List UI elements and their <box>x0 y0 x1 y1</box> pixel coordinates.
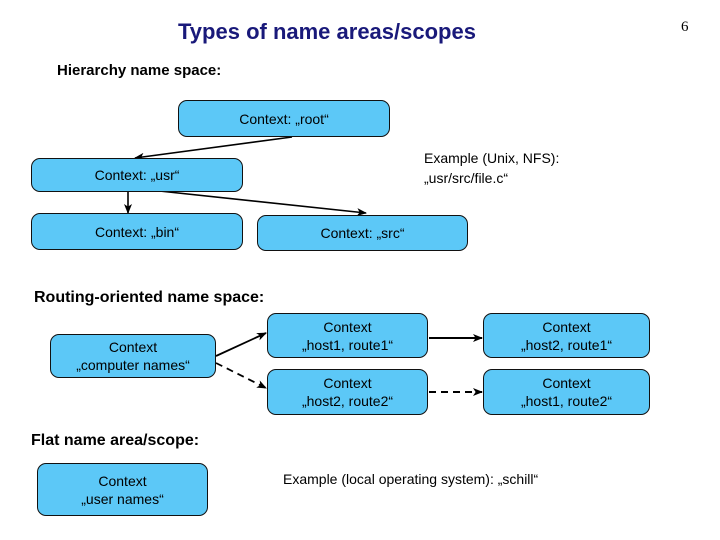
node-context-computer-names-line2: „computer names“ <box>76 357 190 373</box>
arrow-computernames-to-host2route2 <box>215 362 267 389</box>
node-context-host2-route2-line2: „host2, route2“ <box>301 393 394 409</box>
node-context-src[interactable]: Context: „src“ <box>257 215 468 251</box>
node-context-host1-route2-line1: Context <box>542 375 591 391</box>
arrow-computernames-to-host1route1 <box>215 332 267 357</box>
page-number: 6 <box>681 19 689 35</box>
heading-flat-name-area-scope: Flat name area/scope: <box>31 432 200 449</box>
example-unix-nfs-line2: „usr/src/file.c“ <box>424 170 508 186</box>
node-context-user-names[interactable]: Context „user names“ <box>37 463 208 516</box>
node-context-user-names-line2: „user names“ <box>81 490 164 507</box>
node-context-root[interactable]: Context: „root“ <box>178 100 390 137</box>
page-title: Types of name areas/scopes <box>178 19 476 44</box>
node-context-bin[interactable]: Context: „bin“ <box>31 213 243 250</box>
node-context-host1-route1-line2: „host1, route1“ <box>301 336 394 353</box>
arrow-usr-to-src <box>149 189 367 217</box>
example-unix-nfs-line1: Example (Unix, NFS): <box>424 150 560 166</box>
node-context-root-label: Context: „root“ <box>239 110 329 127</box>
node-context-src-label: Context: „src“ <box>320 225 405 241</box>
arrow-root-to-usr <box>134 136 293 161</box>
node-context-host2-route2-line1: Context <box>323 375 372 391</box>
node-context-computer-names-line1: Context <box>108 339 158 355</box>
heading-hierarchy-name-space: Hierarchy name space: <box>57 62 222 79</box>
node-context-user-names-line1: Context <box>98 472 147 489</box>
node-context-computer-names[interactable]: Context „computer names“ <box>50 334 216 378</box>
node-context-host2-route2[interactable]: Context „host2, route2“ <box>267 369 428 415</box>
node-context-host1-route1[interactable]: Context „host1, route1“ <box>267 313 428 358</box>
node-context-host2-route1-line1: Context <box>542 318 591 335</box>
node-context-host2-route1-line2: „host2, route1“ <box>520 336 613 353</box>
example-local-operating-system: Example (local operating system): „schil… <box>283 471 539 487</box>
heading-routing-oriented-name-space: Routing-oriented name space: <box>34 289 265 306</box>
node-context-host1-route2-line2: „host1, route2“ <box>520 393 613 409</box>
node-context-host2-route1[interactable]: Context „host2, route1“ <box>483 313 650 358</box>
node-context-bin-label: Context: „bin“ <box>94 223 180 240</box>
node-context-host1-route1-line1: Context <box>323 318 372 335</box>
node-context-host1-route2[interactable]: Context „host1, route2“ <box>483 369 650 415</box>
node-context-usr[interactable]: Context: „usr“ <box>31 158 243 192</box>
node-context-usr-label: Context: „usr“ <box>94 167 180 183</box>
